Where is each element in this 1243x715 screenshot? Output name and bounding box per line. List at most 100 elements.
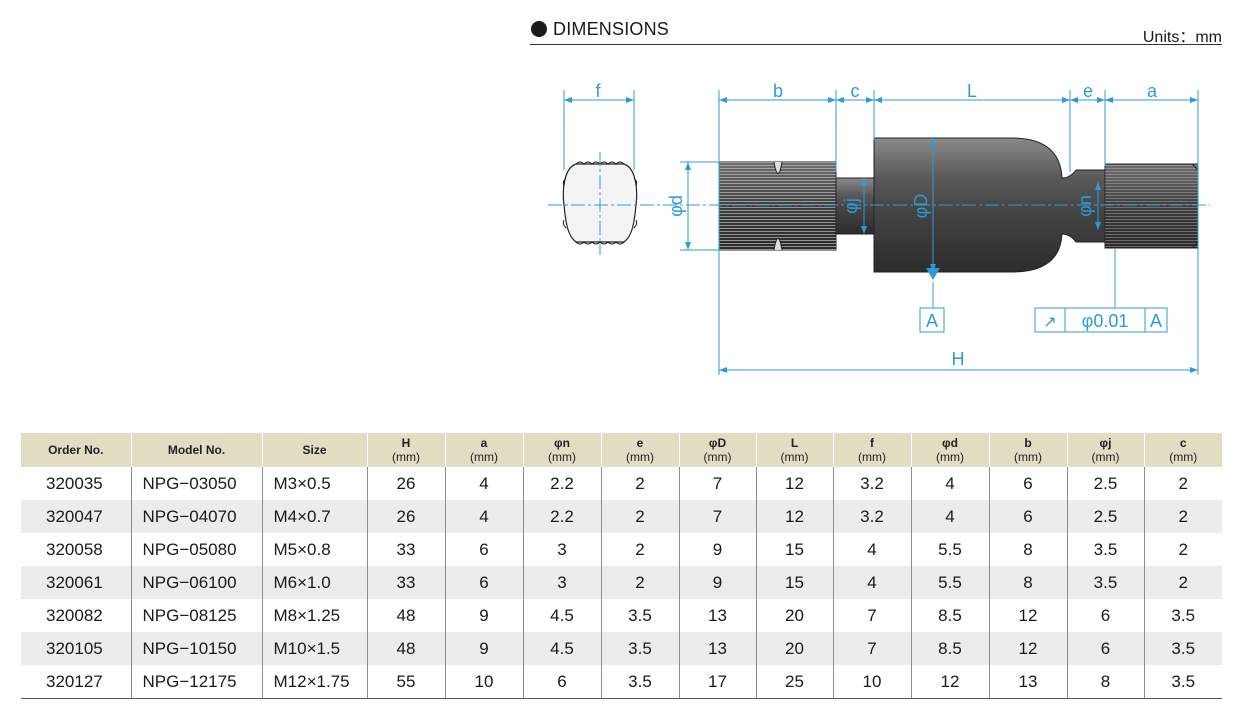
table-cell: 6 bbox=[1066, 599, 1144, 632]
table-cell: 4 bbox=[832, 566, 911, 599]
table-cell: 3.5 bbox=[600, 599, 679, 632]
table-cell: 8 bbox=[988, 566, 1067, 599]
table-cell: 48 bbox=[366, 599, 445, 632]
column-header-label: e bbox=[636, 436, 644, 450]
column-header: c(mm) bbox=[1143, 433, 1222, 467]
dim-label-b: b bbox=[773, 81, 783, 101]
section-title: DIMENSIONS bbox=[553, 19, 670, 39]
table-cell: 6 bbox=[988, 467, 1067, 500]
units-label: Units：mm bbox=[1142, 29, 1222, 46]
table-cell: 8.5 bbox=[910, 632, 989, 665]
table-cell: 15 bbox=[755, 533, 833, 566]
column-header-label: b bbox=[1024, 436, 1032, 450]
table-cell: NPG−10150 bbox=[130, 632, 262, 665]
tolerance-datum: A bbox=[1150, 311, 1162, 331]
table-cell: 320127 bbox=[21, 665, 131, 699]
table-cell: 9 bbox=[444, 599, 523, 632]
table-cell: 13 bbox=[988, 665, 1067, 699]
column-header-unit: (mm) bbox=[858, 450, 886, 464]
column-header: φn(mm) bbox=[522, 433, 601, 467]
table-cell: 2.2 bbox=[522, 500, 601, 533]
table-cell: 20 bbox=[755, 632, 833, 665]
table-cell: 3.5 bbox=[1143, 599, 1222, 632]
table-cell: 320105 bbox=[21, 632, 131, 665]
table-cell: 8 bbox=[988, 533, 1067, 566]
table-cell: 12 bbox=[988, 599, 1067, 632]
table-cell: M5×0.8 bbox=[261, 533, 367, 566]
table-cell: 3 bbox=[522, 533, 601, 566]
column-header-label: a bbox=[480, 436, 488, 450]
column-header: b(mm) bbox=[988, 433, 1067, 467]
table-cell: NPG−05080 bbox=[130, 533, 262, 566]
table-cell: M3×0.5 bbox=[261, 467, 367, 500]
table-cell: M8×1.25 bbox=[261, 599, 367, 632]
column-header: L(mm) bbox=[755, 433, 833, 467]
table-cell: 3.5 bbox=[1143, 665, 1222, 699]
column-header-label: f bbox=[870, 436, 874, 450]
table-cell: 3.5 bbox=[1066, 566, 1144, 599]
dim-label-e: e bbox=[1083, 81, 1093, 101]
table-cell: 2 bbox=[600, 467, 679, 500]
column-header: Model No. bbox=[130, 433, 262, 467]
table-cell: 6 bbox=[988, 500, 1067, 533]
table-cell: 4.5 bbox=[522, 599, 601, 632]
table-cell: 26 bbox=[366, 467, 445, 500]
table-cell: 12 bbox=[910, 665, 989, 699]
table-cell: 6 bbox=[444, 566, 523, 599]
column-header-label: Size bbox=[302, 443, 327, 457]
table-cell: 6 bbox=[444, 533, 523, 566]
dim-label-phi-D: φD bbox=[911, 194, 931, 219]
dim-label-c: c bbox=[851, 81, 860, 101]
table-cell: 13 bbox=[678, 599, 756, 632]
table-cell: 3.5 bbox=[600, 665, 679, 699]
table-header-row: Order No.Model No. Size H(mm) a (mm) φn(mm) e (… bbox=[21, 433, 1222, 467]
table-cell: 3.5 bbox=[1066, 533, 1144, 566]
tolerance-value: φ0.01 bbox=[1082, 311, 1129, 331]
column-header-unit: (mm) bbox=[392, 450, 420, 464]
table-cell: 320082 bbox=[46, 605, 103, 625]
table-cell: 48 bbox=[366, 632, 445, 665]
table-cell: 5.5 bbox=[910, 566, 989, 599]
table-cell: 320035 bbox=[46, 473, 103, 493]
table-cell: 9 bbox=[678, 566, 756, 599]
table-cell: 320047 bbox=[21, 500, 131, 533]
technical-drawing: f b c L e a H φd φj φD φn A ↗ φ0.01 A bbox=[548, 81, 1210, 375]
table-cell: 2.5 bbox=[1066, 467, 1144, 500]
table-cell: 3.2 bbox=[832, 500, 911, 533]
column-header-unit: (mm) bbox=[780, 450, 809, 464]
column-header: Size bbox=[261, 433, 367, 467]
table-cell: 7 bbox=[678, 500, 756, 533]
table-cell: 2 bbox=[1143, 533, 1222, 566]
table-cell: NPG−08125 bbox=[130, 599, 262, 632]
table-cell: 33 bbox=[366, 566, 445, 599]
table-cell: 2 bbox=[600, 533, 679, 566]
table-cell: 2.2 bbox=[522, 467, 601, 500]
table-cell: 2 bbox=[1143, 500, 1222, 533]
column-header-unit: (mm) bbox=[1169, 450, 1198, 464]
table-cell: 4 bbox=[444, 467, 523, 500]
table-cell: 12 bbox=[755, 467, 833, 500]
table-cell: NPG−04070 bbox=[130, 500, 262, 533]
column-header-unit: (mm) bbox=[1091, 450, 1120, 464]
section-header: DIMENSIONS Units：mm bbox=[530, 18, 1222, 46]
bullet-dot-icon bbox=[531, 21, 547, 37]
column-header: f(mm) bbox=[832, 433, 911, 467]
column-header-label: φj bbox=[1099, 436, 1112, 450]
table-cell: M10×1.5 bbox=[261, 632, 367, 665]
table-cell: 5.5 bbox=[910, 533, 989, 566]
table-cell: 2.5 bbox=[1066, 500, 1144, 533]
column-header: H(mm) bbox=[366, 433, 445, 467]
table-cell: 320061 bbox=[21, 566, 131, 599]
column-header: φd(mm) bbox=[910, 433, 989, 467]
dimension-lines bbox=[563, 90, 1199, 375]
table-cell: 12 bbox=[755, 500, 833, 533]
table-cell: 8 bbox=[1066, 665, 1144, 699]
column-header-label: φD bbox=[708, 436, 727, 450]
table-cell: 55 bbox=[366, 665, 445, 699]
table-cell: 8.5 bbox=[910, 599, 989, 632]
column-header: Order No. bbox=[21, 433, 131, 467]
